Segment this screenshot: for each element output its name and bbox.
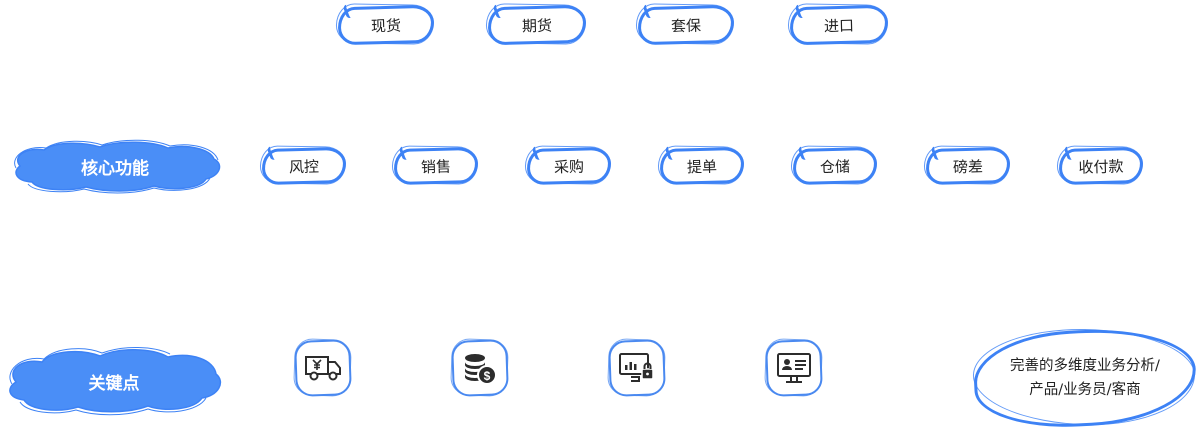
summary-line-1: 完善的多维度业务分析/ — [1010, 358, 1160, 375]
monitor-id-card-icon — [777, 353, 811, 383]
core-functions-cloud: 核心功能 — [4, 138, 226, 194]
core-item-label: 采购 — [553, 157, 585, 176]
core-item-label: 磅差 — [952, 157, 984, 176]
tag-label: 套保 — [670, 16, 702, 35]
key-icon-monitor-id — [765, 339, 823, 397]
core-item-risk-control: 风控 — [261, 144, 347, 186]
tag-hedging: 套保 — [637, 2, 735, 46]
core-item-warehousing: 仓储 — [792, 144, 878, 186]
core-item-sales: 销售 — [393, 144, 479, 186]
key-icon-truck — [294, 339, 352, 397]
core-item-label: 仓储 — [819, 157, 851, 176]
key-points-title: 关键点 — [88, 373, 140, 394]
svg-text:$: $ — [484, 369, 491, 383]
core-functions-title: 核心功能 — [81, 158, 149, 179]
tag-label: 进口 — [823, 16, 855, 35]
key-icon-coins: $ — [451, 339, 509, 397]
truck-yuan-icon — [305, 356, 341, 381]
tag-spot: 现货 — [337, 2, 435, 46]
key-points-cloud: 关键点 — [2, 346, 226, 416]
core-item-bill-of-lading: 提单 — [659, 144, 745, 186]
tag-import: 进口 — [789, 2, 889, 46]
core-item-label: 销售 — [420, 157, 452, 176]
core-item-payments: 收付款 — [1058, 144, 1144, 186]
tag-label: 期货 — [521, 16, 553, 35]
core-item-label: 收付款 — [1078, 156, 1124, 177]
key-icon-monitor-chart — [608, 339, 666, 397]
analysis-summary-bubble: 完善的多维度业务分析/ 产品/业务员/客商 — [971, 324, 1199, 432]
core-item-purchasing: 采购 — [526, 144, 612, 186]
tag-label: 现货 — [370, 16, 402, 35]
core-item-label: 提单 — [686, 157, 718, 176]
monitor-chart-lock-icon — [619, 353, 654, 382]
coins-dollar-icon: $ — [465, 354, 497, 385]
summary-line-2: 产品/业务员/客商 — [1029, 382, 1141, 399]
cloud-shape — [9, 346, 222, 416]
core-item-weight-difference: 磅差 — [925, 144, 1011, 186]
cloud-shape — [14, 139, 221, 194]
tag-futures: 期货 — [487, 2, 587, 46]
core-item-label: 风控 — [288, 157, 320, 176]
